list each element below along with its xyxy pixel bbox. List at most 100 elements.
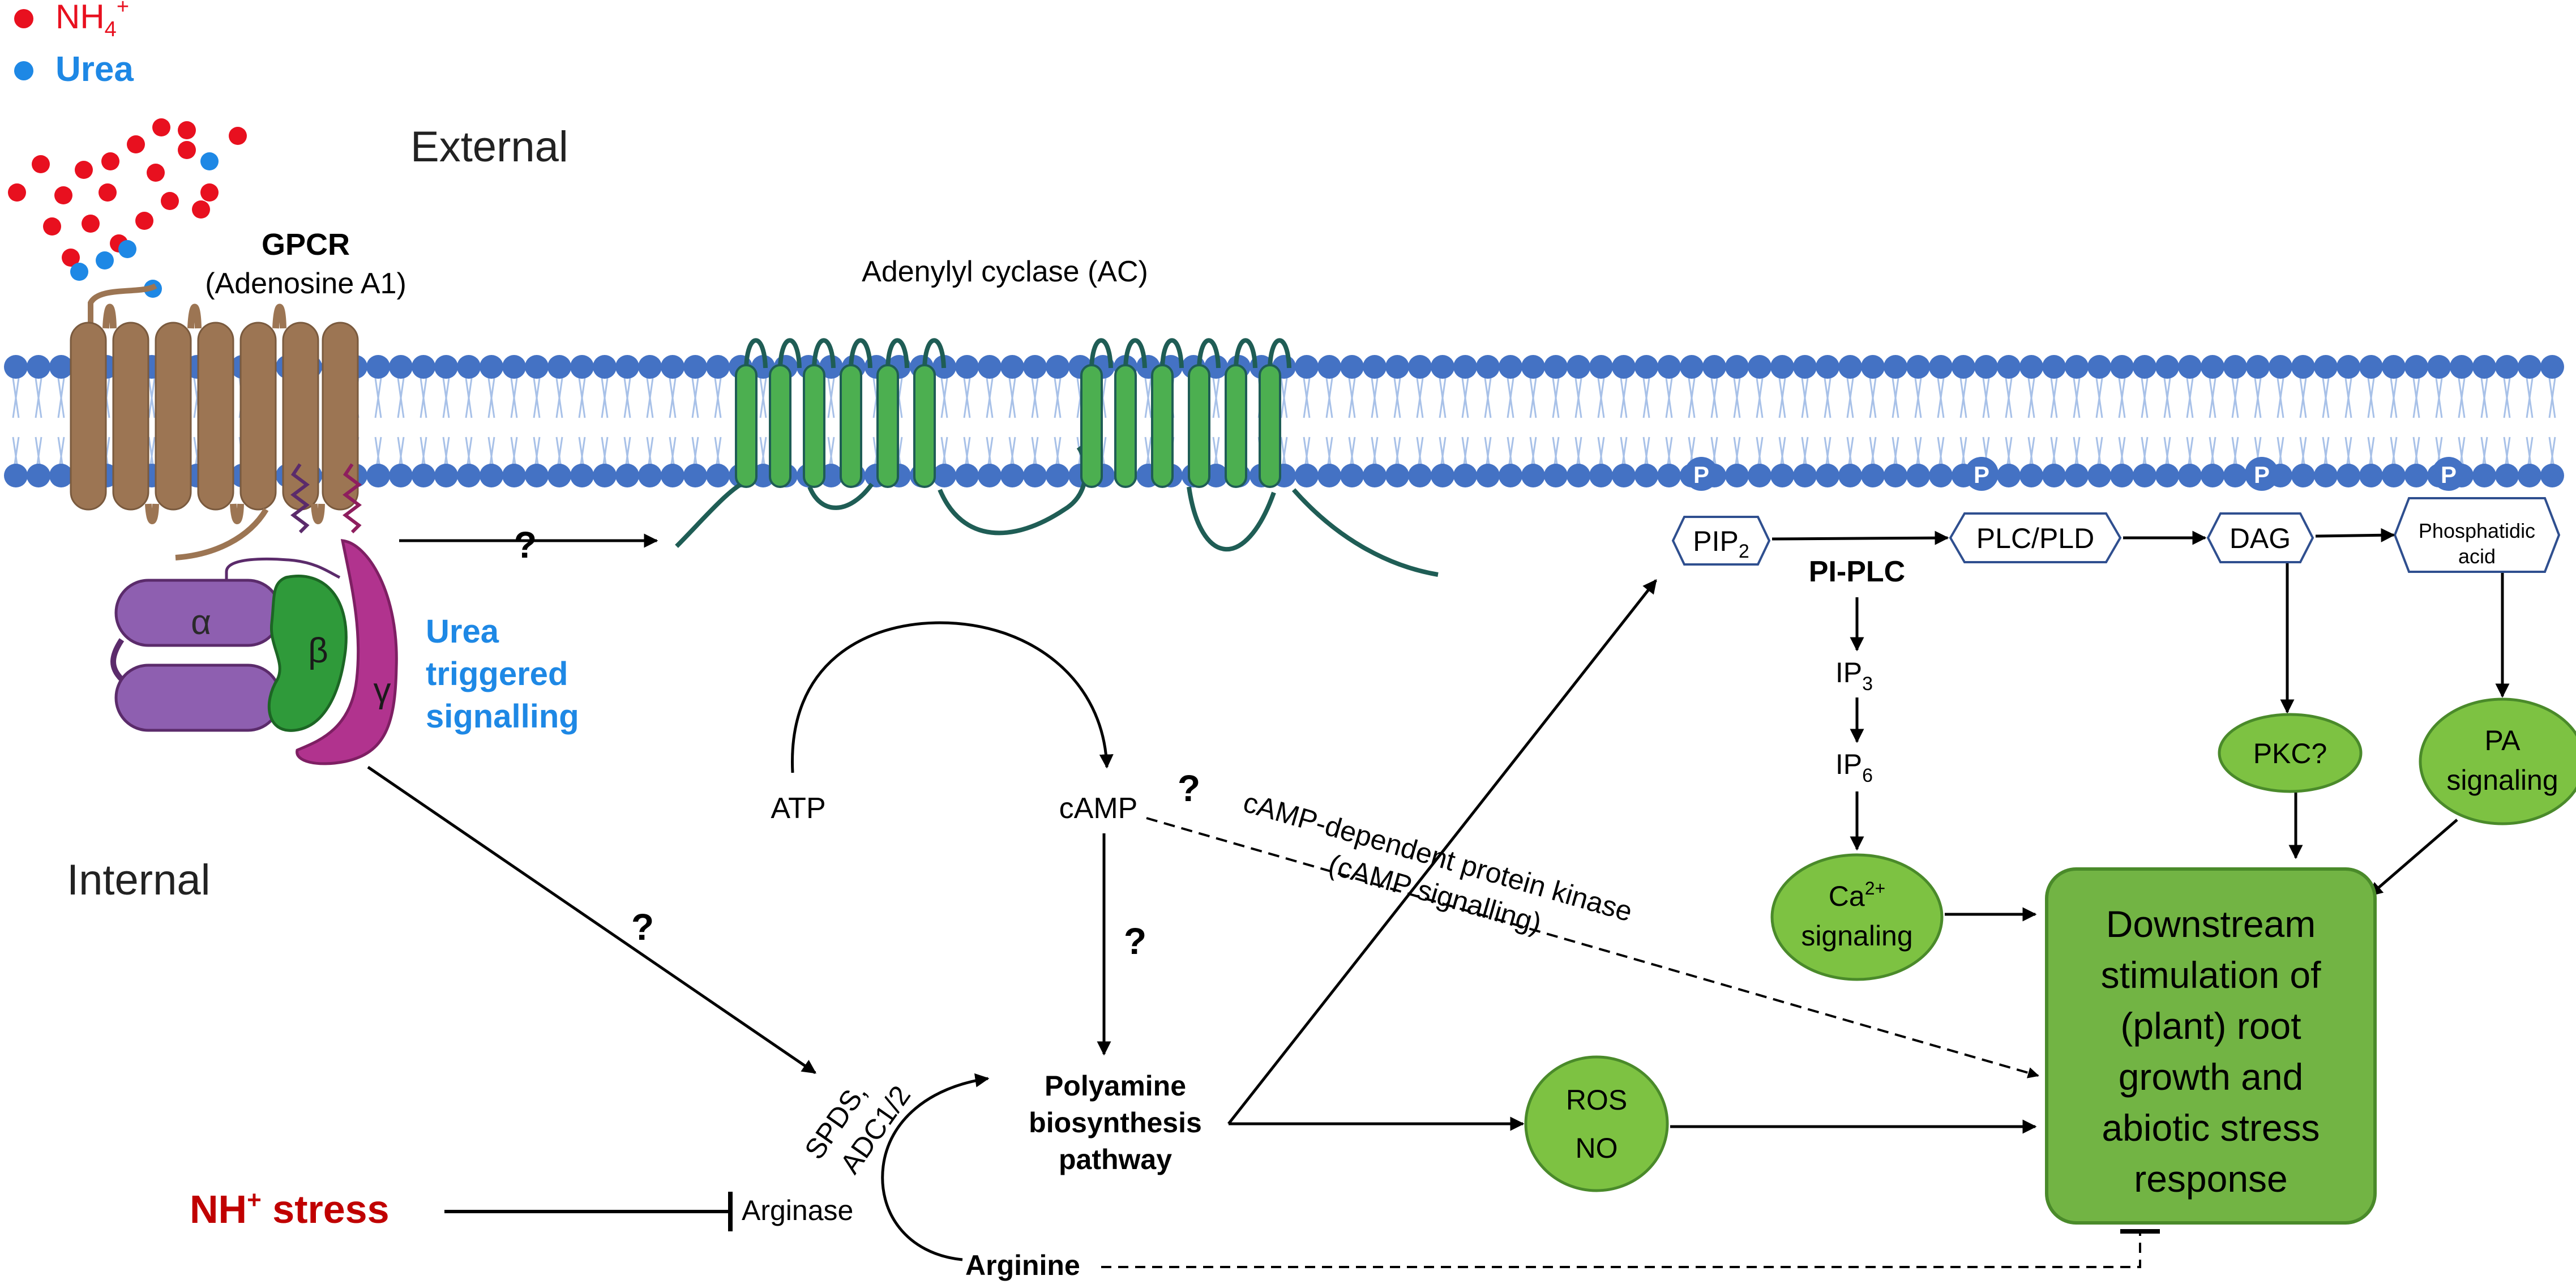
lipid-head (1634, 355, 1658, 379)
lipid-tail (1574, 378, 1582, 418)
lipid-head (1385, 355, 1409, 379)
ac-loop (885, 338, 909, 369)
atp-label: ATP (771, 792, 825, 825)
lipid-head (1838, 464, 1862, 487)
dag-to-pa-arrow (2315, 528, 2395, 542)
lipid-head (2337, 355, 2360, 379)
lipid-head (2269, 355, 2292, 379)
lipid-head (1884, 355, 1907, 379)
lipid-head (1770, 464, 1794, 487)
lipid-head (1929, 355, 1953, 379)
lipid-tail (827, 378, 835, 418)
lipid-tail (646, 378, 654, 418)
lipid-head (2404, 464, 2428, 487)
lipid-tail (1484, 378, 1492, 418)
lipid-head (932, 464, 956, 487)
phosphatidic-acid-line2: acid (2458, 545, 2496, 568)
lipid-head (706, 355, 730, 379)
g-protein-complex (110, 539, 398, 765)
lipid-tail (1688, 378, 1696, 418)
lipid-tail (1144, 378, 1152, 418)
urea-dot (118, 240, 136, 258)
lipid-head (2314, 355, 2338, 379)
lipid-head (1000, 464, 1024, 487)
pa-to-downstream-arrow (2368, 819, 2458, 897)
gpcr-helix (197, 322, 234, 511)
lipid-head (2042, 464, 2066, 487)
lipid-head (2223, 355, 2247, 379)
lipid-head (2155, 355, 2179, 379)
lipid-head (525, 355, 549, 379)
lipid-tail (1348, 378, 1356, 418)
pip2-label: PIP2 (1693, 525, 1749, 562)
lipid-head (2178, 464, 2202, 487)
ammonium-dot (178, 141, 196, 159)
lipid-head (4, 464, 28, 487)
polyamine-to-pip2-arrow (1227, 579, 1657, 1125)
ac-helix (735, 364, 758, 488)
lipid-tail (1914, 378, 1922, 418)
lipid-tail (1756, 378, 1764, 418)
dag-hexagon: P DAG (2206, 457, 2314, 563)
plc-pld-hexagon: P PLC/PLD (1949, 457, 2122, 563)
lipid-tail (1869, 378, 1877, 418)
lipid-tail (2367, 378, 2375, 418)
ammonium-legend-label: NH4+ (55, 0, 129, 41)
ac-loop (1197, 338, 1221, 369)
downstream-line2: stimulation of (2101, 954, 2322, 996)
lipid-tail (1733, 378, 1741, 418)
lipid-tail (1031, 378, 1039, 418)
ac-helix (803, 364, 825, 488)
molecule-cloud (8, 118, 247, 298)
lipid-head (1295, 355, 1319, 379)
phosphate-label: P (2441, 461, 2457, 488)
ca-signaling-node (1770, 853, 1944, 981)
lipid-head (49, 464, 73, 487)
lipid-head (1816, 464, 1839, 487)
ros-label: ROS (1566, 1084, 1627, 1116)
question-mark-camp-polyamine: ? (1124, 920, 1146, 962)
ac-helices (735, 338, 1291, 488)
external-label: External (410, 123, 568, 171)
ca-signaling-line2: signaling (1801, 920, 1912, 952)
lipid-head (661, 464, 684, 487)
gpcr-loop (272, 303, 286, 329)
downstream-line6: response (2134, 1158, 2288, 1200)
lipid-tail (465, 378, 473, 418)
lipid-tail (1846, 378, 1854, 418)
ac-loop (1160, 338, 1184, 369)
lipid-head (1612, 355, 1636, 379)
lipid-head (1748, 355, 1771, 379)
lipid-head (502, 464, 526, 487)
lipid-head (1453, 464, 1477, 487)
adenylyl-cyclase (675, 338, 1439, 577)
ammonium-dot (161, 192, 179, 210)
legend: NH4+ Urea (14, 0, 134, 89)
lipid-head (2472, 464, 2496, 487)
lipid-head (570, 464, 594, 487)
lipid-tail (1665, 378, 1673, 418)
lipid-head (434, 355, 458, 379)
g-alpha-bottom (114, 664, 282, 732)
ac-helix (876, 364, 899, 488)
lipid-head (1385, 464, 1409, 487)
lipid-tail (35, 378, 42, 418)
phosphatidic-acid-line1: Phosphatidic (2419, 519, 2535, 542)
ammonium-dot (62, 249, 80, 267)
ammonium-dot (147, 164, 165, 182)
ammonium-dot (101, 152, 119, 170)
lipid-tail (2503, 378, 2511, 418)
lipid-tail (397, 378, 405, 418)
lipid-tail (1371, 378, 1379, 418)
lipid-head (27, 355, 50, 379)
lipid-head (1340, 464, 1364, 487)
downstream-line1: Downstream (2106, 903, 2316, 945)
lipid-head (547, 464, 571, 487)
arginine-to-downstream-dashed (1101, 1233, 2141, 1268)
lipid-head (434, 464, 458, 487)
g-beta-subunit (267, 575, 348, 732)
g-gamma-subunit (296, 539, 398, 765)
question-mark-gpcr-ac: ? (514, 524, 537, 566)
lipid-tail (420, 378, 427, 418)
